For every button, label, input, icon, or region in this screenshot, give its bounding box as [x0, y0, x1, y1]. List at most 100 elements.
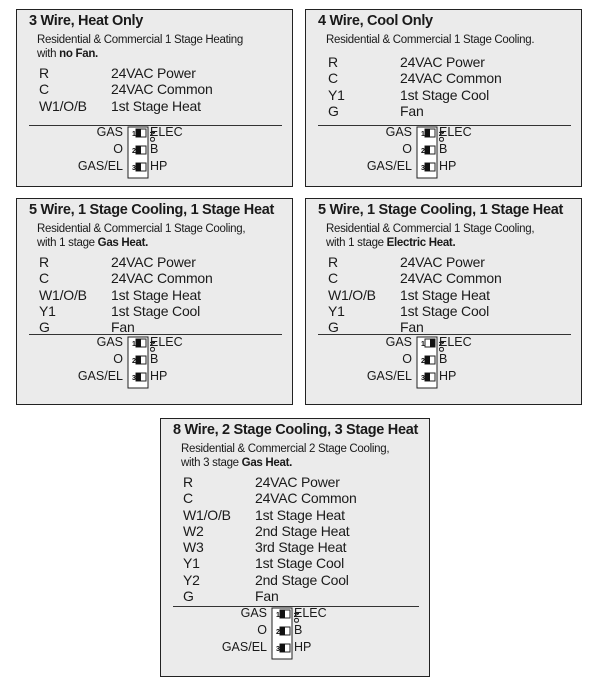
description-line: Residential & Commercial 1 Stage Cooling…: [326, 223, 535, 235]
dip-switch-number: 3: [421, 165, 425, 172]
switch-right-label: HP: [294, 640, 312, 654]
divider: [318, 125, 571, 126]
description-line: with no Fan.: [37, 47, 243, 61]
dip-switch-number: 1: [132, 131, 136, 138]
switch-right-label: B: [439, 142, 448, 156]
wire-description: 24VAC Power: [400, 54, 485, 70]
wire-terminal: W3: [183, 539, 204, 556]
dip-switch-knob: [425, 129, 430, 137]
wire-terminal: W1/O/B: [39, 286, 87, 303]
dip-switch-2: [279, 626, 291, 636]
dip-switch-number: 2: [132, 358, 136, 365]
dip-switch-knob: [280, 627, 285, 635]
wire-terminal: Y1: [328, 86, 345, 103]
switch-right-label: ELEC: [150, 335, 183, 349]
description-line: Residential & Commercial 1 Stage Cooling…: [37, 223, 246, 235]
panel-title: 4 Wire, Cool Only: [318, 13, 433, 29]
switch-left-label: O: [113, 352, 123, 366]
description-text: with 1 stage: [326, 237, 387, 249]
dip-switch-number: 1: [421, 131, 425, 138]
divider: [29, 334, 282, 335]
wire-description: 24VAC Common: [111, 81, 213, 98]
wire-description: Fan: [255, 588, 279, 605]
dip-switch-knob: [136, 129, 141, 137]
switch-left-label: O: [113, 142, 123, 156]
switch-left-label: GAS: [240, 606, 267, 620]
description-line: with 1 stage Gas Heat.: [37, 236, 245, 250]
dip-switch-knob: [136, 163, 141, 171]
panel-description: Residential & Commercial 1 Stage Cooling…: [326, 33, 535, 47]
dip-switch-knob: [136, 146, 141, 154]
switch-right-label: HP: [439, 159, 457, 173]
wire-terminal: R: [328, 254, 338, 270]
dip-switch-on-label: ON: [439, 342, 446, 353]
switch-right-label: ELEC: [294, 606, 327, 620]
wire-description: 1st Stage Heat: [255, 506, 345, 523]
description-line: Residential & Commercial 1 Stage Heating: [37, 34, 243, 46]
wire-description: 3rd Stage Heat: [255, 539, 347, 556]
wire-row: Y1 1st Stage Cool: [328, 87, 502, 103]
wire-terminal: R: [328, 54, 338, 70]
wire-terminal: Y1: [39, 302, 56, 319]
switch-right-label: B: [439, 352, 448, 366]
dip-switch-3: [424, 372, 436, 382]
wire-terminal: R: [39, 65, 49, 81]
dip-switch-1: [424, 128, 436, 138]
wire-row: W3 3rd Stage Heat: [183, 539, 357, 555]
dip-switch-knob: [430, 339, 435, 347]
dip-switch-knob: [425, 373, 430, 381]
wire-terminal: G: [183, 588, 194, 605]
description-emphasis: Electric Heat.: [386, 237, 456, 249]
switch-right-label: ELEC: [439, 335, 472, 349]
wire-description: 2nd Stage Heat: [255, 522, 350, 539]
dip-switch-number: 1: [132, 341, 136, 348]
dip-switch-knob: [280, 644, 285, 652]
switch-left-label: GAS/EL: [221, 640, 267, 654]
wire-description: 24VAC Common: [400, 270, 502, 287]
wire-description: 1st Stage Cool: [400, 302, 490, 319]
panel-description: Residential & Commercial 1 Stage Cooling…: [326, 222, 535, 250]
wire-terminal: C: [39, 81, 49, 98]
description-text: with 3 stage: [181, 457, 242, 469]
panel-title: 5 Wire, 1 Stage Cooling, 1 Stage Heat: [29, 202, 275, 218]
dip-switch-3: [279, 643, 291, 653]
wire-terminal: R: [39, 254, 49, 270]
dip-switch-number: 3: [421, 375, 425, 382]
wire-terminal: W1/O/B: [183, 506, 231, 523]
wire-row: W1/O/B 1st Stage Heat: [183, 507, 357, 523]
wire-description: 24VAC Power: [400, 254, 485, 270]
dip-switch-2: [424, 145, 436, 155]
description-text: with: [37, 48, 60, 60]
wire-description: Fan: [111, 319, 135, 336]
wire-terminal: G: [39, 319, 50, 336]
switch-left-label: GAS/EL: [77, 159, 123, 173]
switch-left-label: O: [402, 352, 412, 366]
switch-left-label: GAS/EL: [77, 369, 123, 383]
dip-switch-knob: [136, 339, 141, 347]
dip-switch-1: [135, 338, 147, 348]
dip-switch-number: 1: [276, 612, 280, 619]
dip-switch-number: 3: [132, 165, 136, 172]
wire-description: 1st Stage Cool: [400, 86, 490, 103]
dip-switch-number: 1: [421, 341, 425, 348]
dip-switch-2: [424, 355, 436, 365]
wire-description: 1st Stage Cool: [255, 555, 345, 572]
wire-description: 1st Stage Heat: [111, 286, 201, 303]
wire-terminal: G: [328, 102, 339, 119]
